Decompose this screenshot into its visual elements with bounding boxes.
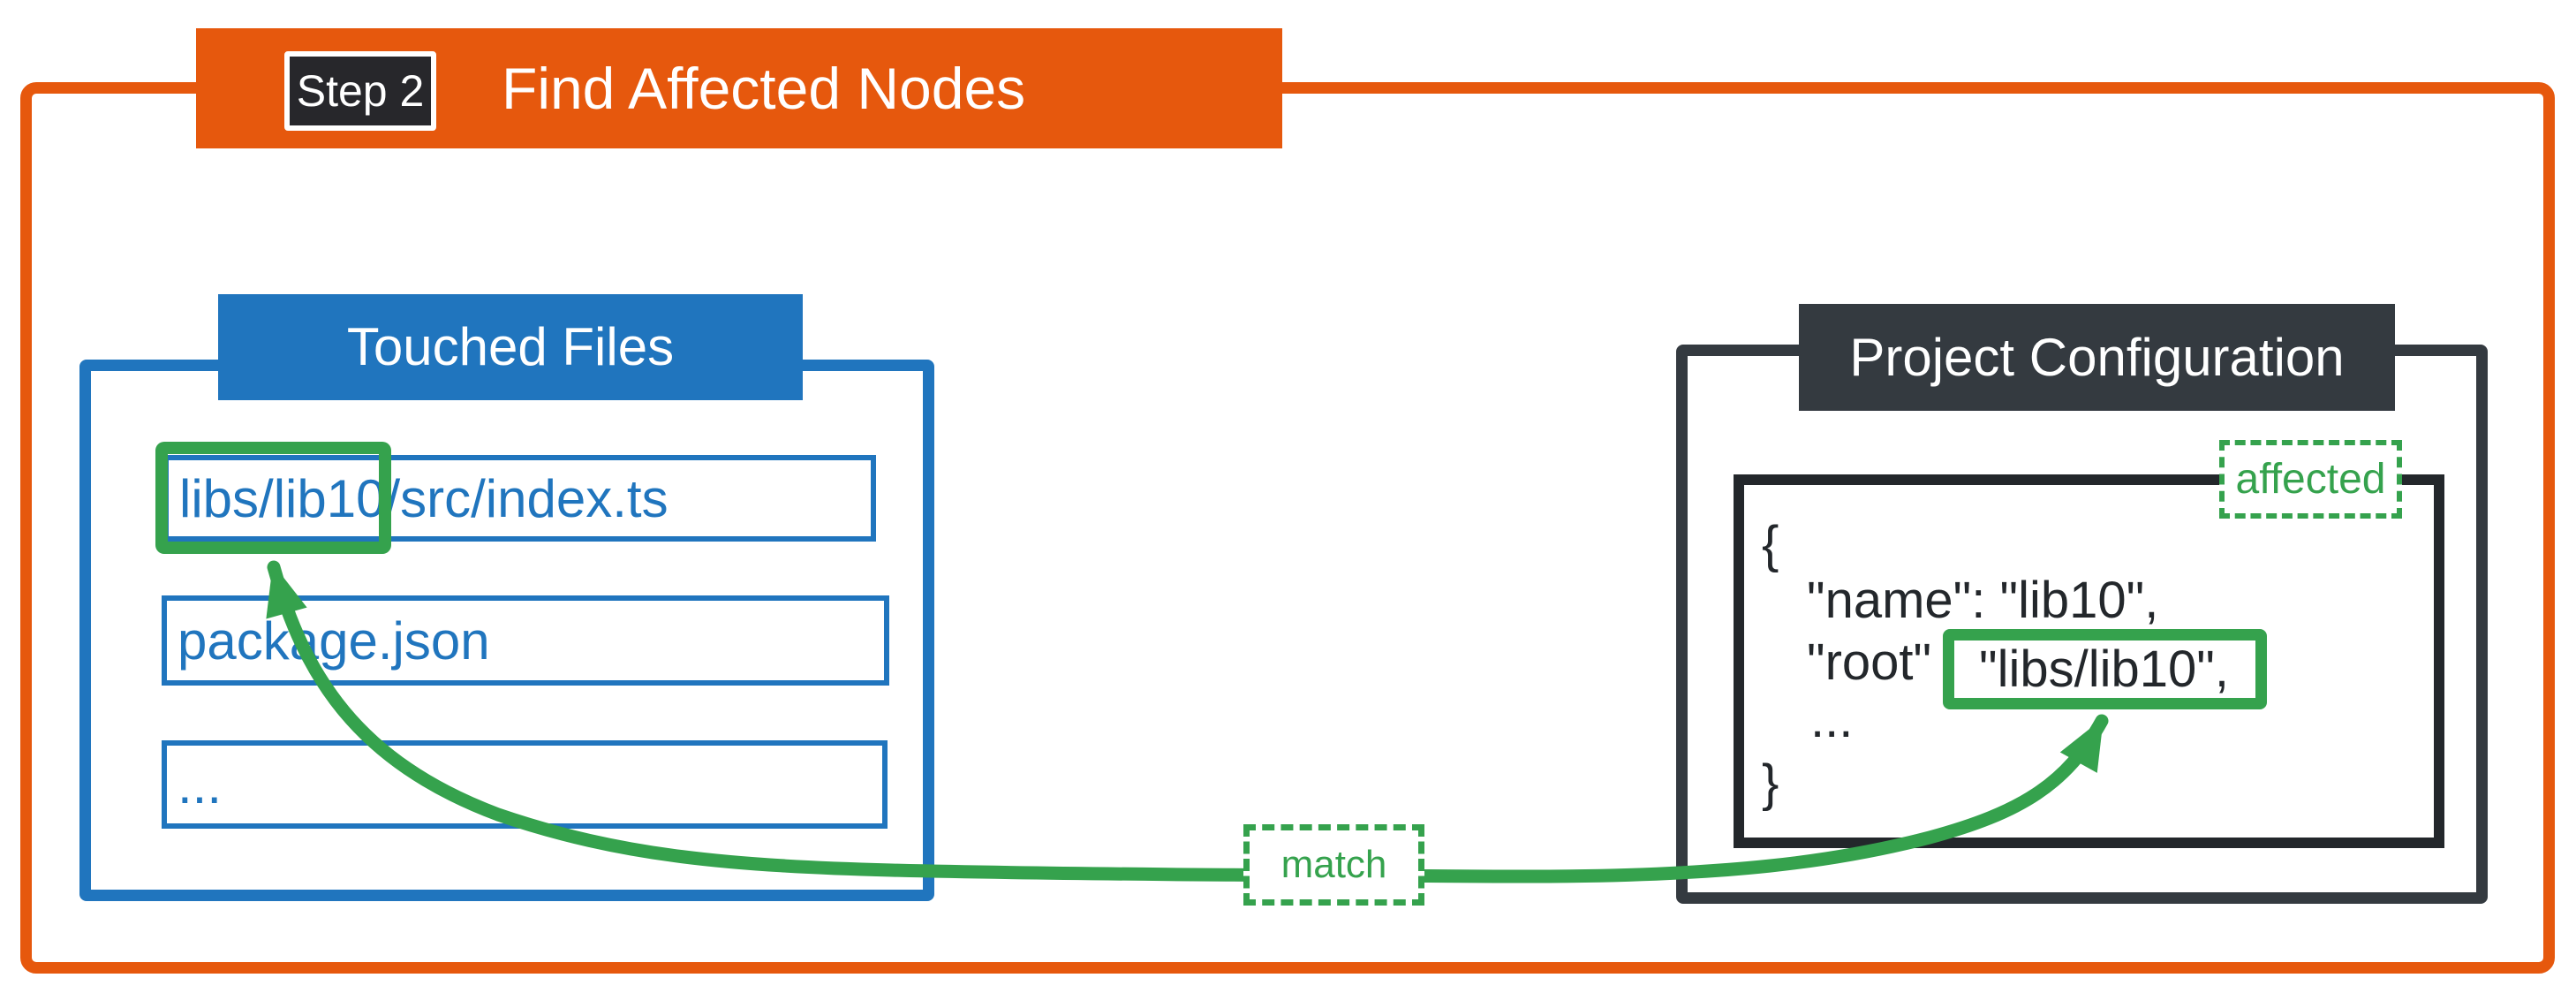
touched-files-header: Touched Files xyxy=(218,294,803,400)
code-ellipsis: ... xyxy=(1810,691,1854,748)
code-root-value-highlight-box: "libs/lib10", xyxy=(1943,629,2267,709)
touched-file-match-highlight-box xyxy=(155,442,391,554)
affected-label: affected xyxy=(2219,440,2402,519)
match-label: match xyxy=(1243,824,1424,906)
match-label-text: match xyxy=(1280,843,1387,886)
code-root-key: "root" xyxy=(1807,633,1932,691)
file-row-ellipsis: ... xyxy=(162,740,888,829)
code-brace-open: { xyxy=(1762,516,1779,573)
file-row-index-ts: libs/lib10/src/index.ts xyxy=(163,455,876,542)
step-badge: Step 2 xyxy=(284,51,436,131)
affected-label-text: affected xyxy=(2235,456,2386,503)
code-name-line: "name": "lib10", xyxy=(1807,572,2159,629)
step-header-bar: Step 2 Find Affected Nodes xyxy=(196,28,1282,148)
file-row-package-json: package.json xyxy=(162,595,889,686)
code-brace-close: } xyxy=(1762,754,1779,812)
project-config-header: Project Configuration xyxy=(1799,304,2395,411)
page-title: Find Affected Nodes xyxy=(502,56,1026,121)
